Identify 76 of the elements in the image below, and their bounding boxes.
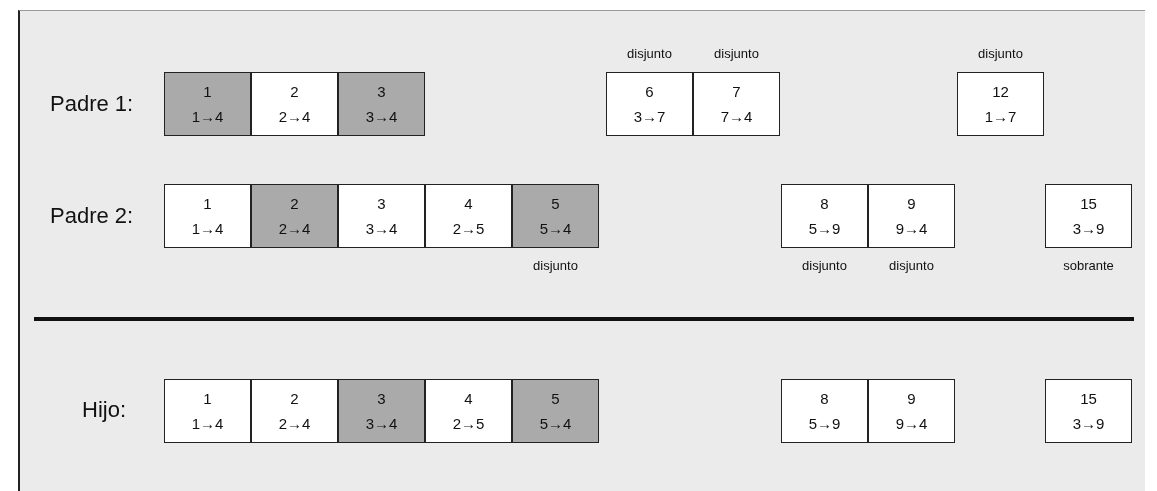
connection-label: 2→4: [278, 220, 311, 237]
gene-box: [1045, 184, 1132, 248]
gene-box: [164, 379, 251, 443]
innovation-number: 3: [377, 195, 386, 212]
gene-box: [425, 379, 512, 443]
gene-box: [164, 72, 251, 136]
connection-label: 3→9: [1072, 415, 1105, 432]
innovation-number: 6: [645, 83, 654, 100]
gene-box: [251, 184, 338, 248]
innovation-number: 5: [551, 390, 560, 407]
innovation-number: 15: [1080, 390, 1097, 407]
gene-box: [1045, 379, 1132, 443]
gene-box: [338, 379, 425, 443]
connection-label: 3→9: [1072, 220, 1105, 237]
connection-label: 2→5: [452, 415, 485, 432]
connection-label: 3→7: [633, 108, 666, 125]
gene-box: [338, 184, 425, 248]
row-label: Padre 1:: [50, 91, 134, 117]
connection-label: 2→4: [278, 415, 311, 432]
row-label: Hijo:: [82, 397, 126, 423]
innovation-number: 3: [377, 83, 386, 100]
innovation-number: 15: [1080, 195, 1097, 212]
innovation-number: 2: [290, 195, 299, 212]
innovation-number: 2: [290, 390, 299, 407]
gene-box: [425, 184, 512, 248]
innovation-number: 1: [203, 83, 212, 100]
gene-box: [781, 379, 868, 443]
connection-label: 1→4: [191, 220, 224, 237]
note-text: disjunto: [801, 258, 848, 273]
innovation-number: 4: [464, 195, 473, 212]
innovation-number: 1: [203, 195, 212, 212]
gene-box: [164, 184, 251, 248]
connection-label: 3→4: [365, 220, 398, 237]
gene-box: [781, 184, 868, 248]
connection-label: 3→4: [365, 415, 398, 432]
note-text: disjunto: [888, 258, 935, 273]
note-text: sobrante: [1062, 258, 1115, 273]
gene-box: [957, 72, 1044, 136]
gene-box: [512, 184, 599, 248]
gene-box: [868, 184, 955, 248]
connection-label: 1→4: [191, 108, 224, 125]
note-text: disjunto: [713, 46, 760, 61]
connection-label: 5→4: [539, 415, 572, 432]
gene-box: [868, 379, 955, 443]
connection-label: 2→5: [452, 220, 485, 237]
connection-label: 2→4: [278, 108, 311, 125]
gene-box: [512, 379, 599, 443]
note-text: disjunto: [532, 258, 579, 273]
gene-box: [251, 379, 338, 443]
connection-label: 5→9: [808, 415, 841, 432]
connection-label: 5→9: [808, 220, 841, 237]
innovation-number: 4: [464, 390, 473, 407]
gene-box: [338, 72, 425, 136]
connection-label: 9→4: [895, 220, 928, 237]
connection-label: 3→4: [365, 108, 398, 125]
connection-label: 5→4: [539, 220, 572, 237]
gene-box: [606, 72, 693, 136]
innovation-number: 5: [551, 195, 560, 212]
connection-label: 1→7: [984, 108, 1017, 125]
gene-box: [251, 72, 338, 136]
innovation-number: 12: [992, 83, 1009, 100]
row-label: Padre 2:: [50, 203, 134, 229]
innovation-number: 1: [203, 390, 212, 407]
innovation-number: 8: [820, 195, 829, 212]
connection-label: 7→4: [720, 108, 753, 125]
connection-label: 9→4: [895, 415, 928, 432]
innovation-number: 7: [732, 83, 741, 100]
note-text: disjunto: [626, 46, 673, 61]
note-text: disjunto: [977, 46, 1024, 61]
innovation-number: 9: [907, 390, 916, 407]
innovation-number: 2: [290, 83, 299, 100]
gene-box: [693, 72, 780, 136]
innovation-number: 8: [820, 390, 829, 407]
innovation-number: 3: [377, 390, 386, 407]
innovation-number: 9: [907, 195, 916, 212]
connection-label: 1→4: [191, 415, 224, 432]
